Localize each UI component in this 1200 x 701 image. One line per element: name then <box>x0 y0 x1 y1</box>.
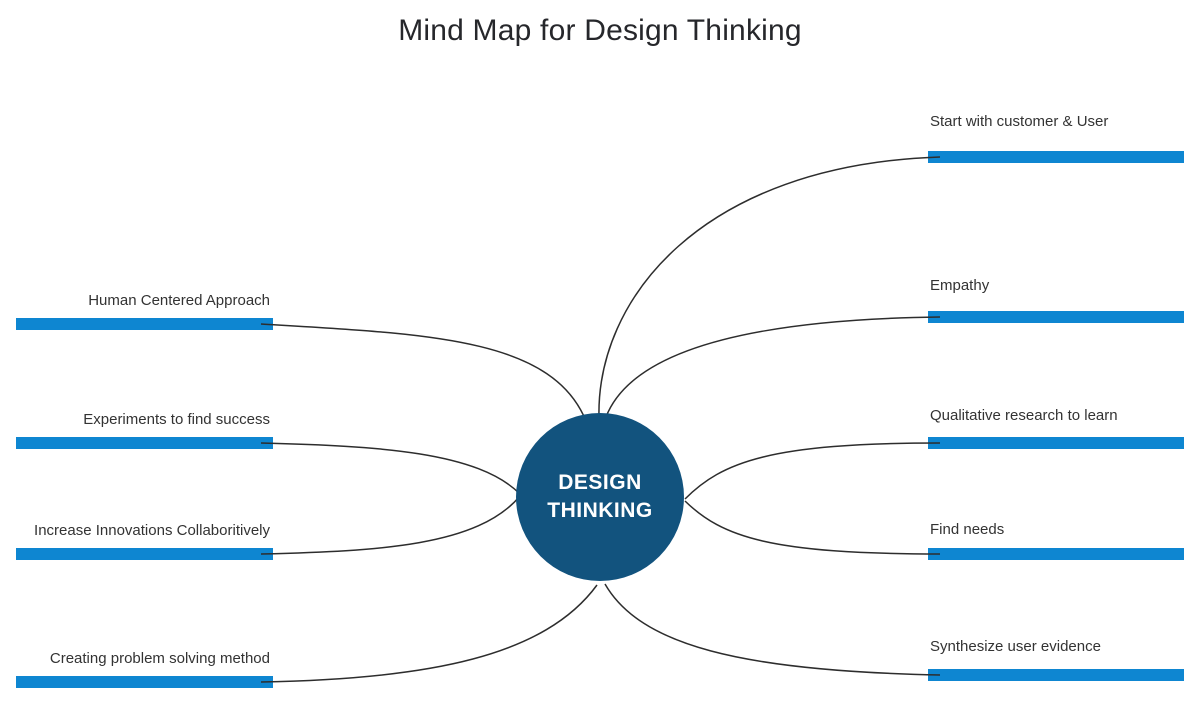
central-topic-node[interactable]: DESIGN THINKING <box>516 413 684 581</box>
branch-bar-empathy[interactable] <box>928 311 1184 323</box>
branch-label-start-with-customer-user[interactable]: Start with customer & User <box>930 113 1109 130</box>
branch-label-experiments-to-find-success[interactable]: Experiments to find success <box>83 411 270 428</box>
branch-bar-start-with-customer-user[interactable] <box>928 151 1184 163</box>
branch-label-find-needs[interactable]: Find needs <box>930 521 1005 538</box>
branch-bar-find-needs[interactable] <box>928 548 1184 560</box>
branch-label-creating-problem-solving-method[interactable]: Creating problem solving method <box>49 650 270 667</box>
branch-bar-experiments-to-find-success[interactable] <box>16 437 273 449</box>
connector-start-with-customer-user <box>598 156 941 419</box>
branch-label-increase-innovations-collaboritively[interactable]: Increase Innovations Collaboritively <box>34 522 270 539</box>
branch-label-human-centered-approach[interactable]: Human Centered Approach <box>88 292 270 309</box>
connector-empathy <box>605 316 941 418</box>
connector-creating-problem-solving-method <box>260 584 598 683</box>
branch-connectors <box>260 156 941 683</box>
branch-bar-qualitative-research-to-learn[interactable] <box>928 437 1184 449</box>
branch-bar-creating-problem-solving-method[interactable] <box>16 676 273 688</box>
connector-experiments-to-find-success <box>260 442 521 495</box>
branch-bar-human-centered-approach[interactable] <box>16 318 273 330</box>
connector-synthesize-user-evidence <box>604 583 941 676</box>
diagram-title: Mind Map for Design Thinking <box>398 14 802 47</box>
branch-label-synthesize-user-evidence[interactable]: Synthesize user evidence <box>930 638 1101 655</box>
connector-human-centered-approach <box>260 323 587 422</box>
branch-bar-increase-innovations-collaboritively[interactable] <box>16 548 273 560</box>
connector-qualitative-research-to-learn <box>684 442 941 500</box>
branch-label-qualitative-research-to-learn[interactable]: Qualitative research to learn <box>930 407 1118 424</box>
central-topic-line1: DESIGN <box>558 471 642 494</box>
branch-bars <box>16 151 1184 688</box>
branch-label-empathy[interactable]: Empathy <box>930 277 990 294</box>
connector-find-needs <box>684 500 941 555</box>
branch-bar-synthesize-user-evidence[interactable] <box>928 669 1184 681</box>
central-topic-line2: THINKING <box>547 499 653 522</box>
connector-increase-innovations-collaboritively <box>260 495 521 555</box>
